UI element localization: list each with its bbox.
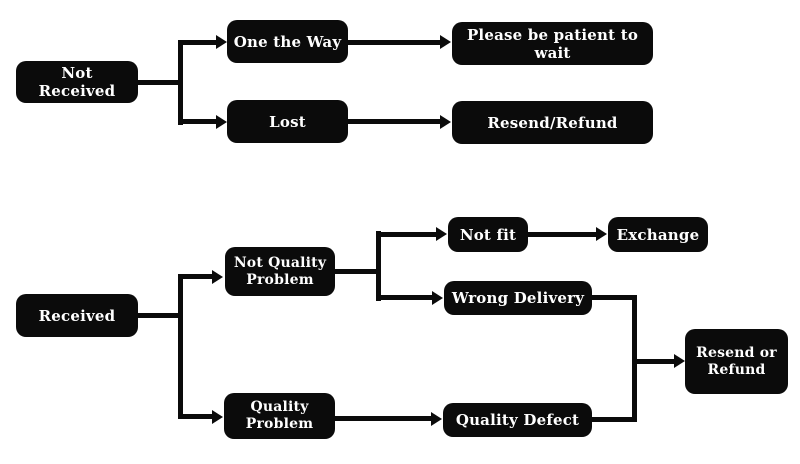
connector-not-received-stub <box>138 80 181 85</box>
connector-not-quality-stub <box>335 269 381 274</box>
connector-not-quality-branch <box>376 231 381 301</box>
arrowhead-to-wrong-delivery <box>432 291 443 305</box>
connector-not-fit-to-exchange <box>528 232 596 237</box>
connector-not-received-branch <box>178 40 183 125</box>
connector-to-resend-or-refund <box>632 359 674 364</box>
node-not-quality-problem: Not Quality Problem <box>225 247 335 296</box>
connector-wrong-delivery-out <box>592 295 637 300</box>
node-lost: Lost <box>227 100 348 143</box>
connector-received-branch <box>178 274 183 419</box>
node-received: Received <box>16 294 138 337</box>
connector-to-wrong-delivery <box>376 295 432 300</box>
node-resend-refund: Resend/Refund <box>452 101 653 144</box>
connector-to-not-fit <box>376 232 436 237</box>
arrowhead-to-not-fit <box>436 227 447 241</box>
connector-quality-defect-out <box>592 417 637 422</box>
node-not-fit: Not fit <box>448 217 528 252</box>
node-resend-or-refund: Resend or Refund <box>685 329 788 394</box>
connector-merge-branch <box>632 295 637 422</box>
connector-quality-problem-to-defect <box>335 416 431 421</box>
connector-to-lost <box>178 119 216 124</box>
connector-lost-to-resend-refund <box>348 119 440 124</box>
node-quality-defect: Quality Defect <box>443 403 592 437</box>
connector-one-the-way-to-please-wait <box>348 40 440 45</box>
node-one-the-way: One the Way <box>227 20 348 63</box>
node-not-received: Not Received <box>16 61 138 103</box>
arrowhead-to-resend-refund <box>440 115 451 129</box>
node-please-be-patient: Please be patient to wait <box>452 22 653 65</box>
arrowhead-to-quality-defect <box>431 412 442 426</box>
arrowhead-to-quality-problem <box>212 410 223 424</box>
node-quality-problem: Quality Problem <box>224 393 335 439</box>
arrowhead-to-not-quality-problem <box>212 270 223 284</box>
connector-to-quality-problem <box>178 414 212 419</box>
connector-received-stub <box>138 313 181 318</box>
connector-to-not-quality-problem <box>178 274 212 279</box>
connector-to-one-the-way <box>178 40 216 45</box>
arrowhead-to-resend-or-refund <box>674 354 685 368</box>
arrowhead-to-exchange <box>596 227 607 241</box>
arrowhead-to-please-wait <box>440 35 451 49</box>
arrowhead-to-lost <box>216 115 227 129</box>
node-wrong-delivery: Wrong Delivery <box>444 281 592 315</box>
arrowhead-to-one-the-way <box>216 35 227 49</box>
node-exchange: Exchange <box>608 217 708 252</box>
